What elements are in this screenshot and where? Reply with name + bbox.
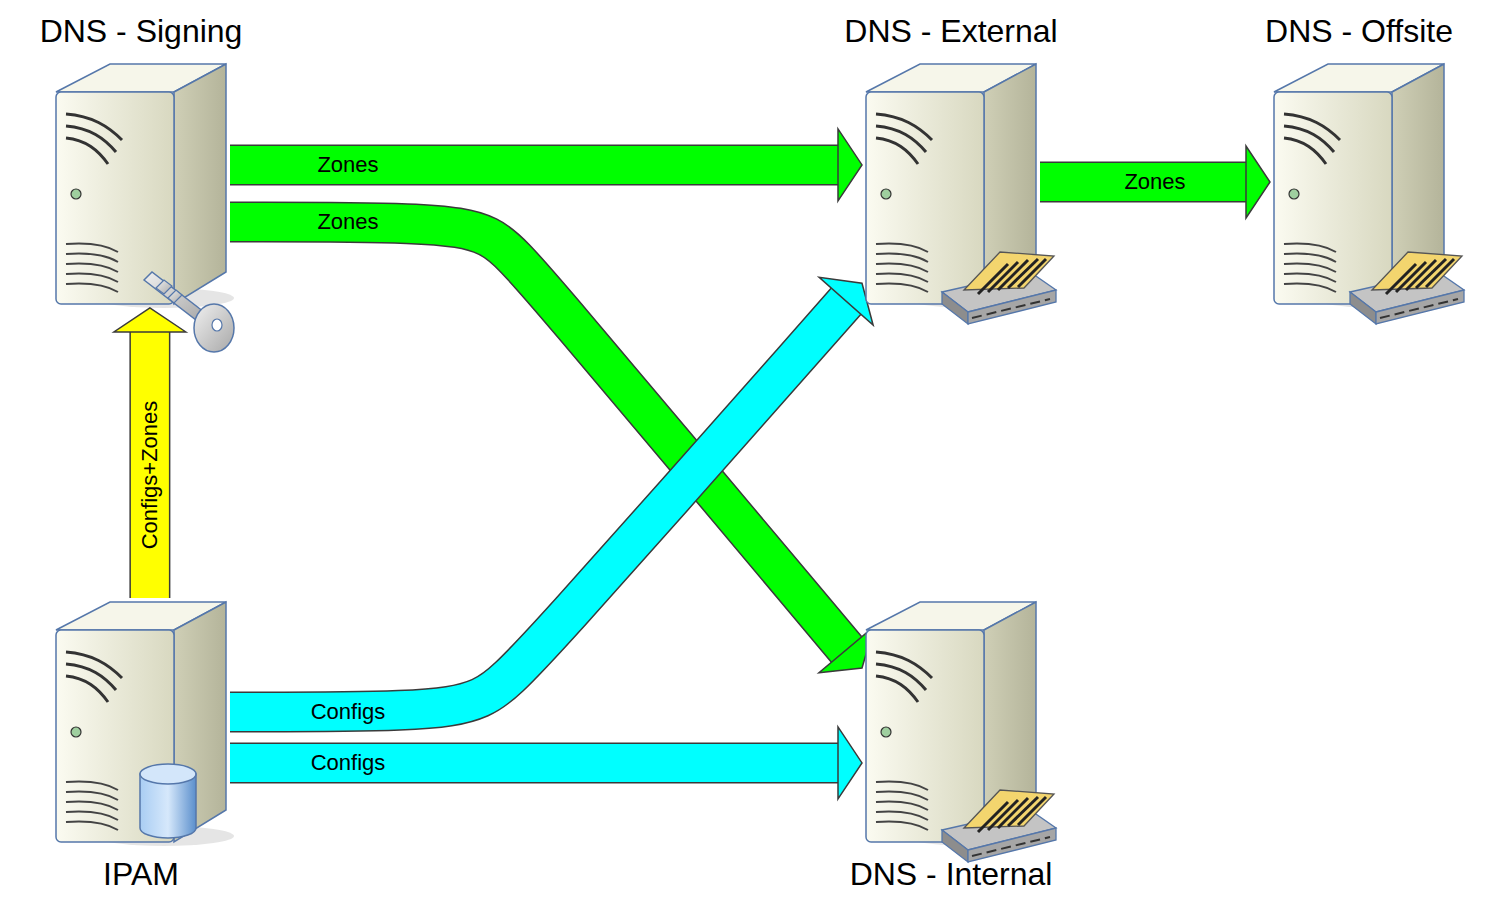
arrow-outline bbox=[129, 332, 170, 598]
block-arrow bbox=[1040, 146, 1270, 218]
arrow-body bbox=[1040, 163, 1246, 201]
arrow-outline bbox=[1040, 162, 1246, 203]
server-name: DNS - Signing bbox=[40, 13, 243, 50]
server-illustration bbox=[52, 598, 230, 846]
arrow-head bbox=[838, 129, 862, 201]
block-arrow bbox=[230, 727, 862, 799]
server-illustration bbox=[1270, 60, 1448, 308]
arrow-outline bbox=[230, 301, 846, 712]
arrow-label: Zones bbox=[1122, 170, 1187, 194]
server-name: DNS - Offsite bbox=[1265, 13, 1453, 50]
block-arrow bbox=[114, 308, 186, 598]
block-arrow bbox=[230, 129, 862, 201]
arrow-outline bbox=[230, 742, 838, 783]
arrow-label: Zones bbox=[315, 153, 380, 177]
server-badge bbox=[144, 272, 234, 352]
arrow-head bbox=[114, 308, 186, 332]
server-icon bbox=[56, 64, 234, 308]
server-node: DNS - Offsite bbox=[1270, 60, 1448, 308]
server-node: DNS - External bbox=[862, 60, 1040, 308]
arrow-body bbox=[230, 146, 838, 184]
server-node: DNS - Internal bbox=[862, 598, 1040, 846]
block-arrow bbox=[230, 277, 873, 712]
arrow-head bbox=[819, 277, 873, 325]
arrow-head bbox=[838, 727, 862, 799]
server-illustration bbox=[862, 598, 1040, 846]
server-illustration bbox=[52, 60, 230, 308]
arrow-label: Configs bbox=[309, 700, 388, 724]
arrow-outline bbox=[230, 144, 838, 185]
server-name: DNS - Internal bbox=[850, 856, 1053, 893]
arrow-label: Configs+Zones bbox=[138, 399, 162, 552]
server-node: IPAM bbox=[52, 598, 230, 846]
server-name: DNS - External bbox=[844, 13, 1057, 50]
arrow-label: Configs bbox=[309, 751, 388, 775]
server-badge bbox=[942, 252, 1056, 324]
server-node: DNS - Signing bbox=[52, 60, 230, 308]
server-icon bbox=[56, 602, 234, 846]
arrow-label: Zones bbox=[315, 210, 380, 234]
server-badge bbox=[1350, 252, 1464, 324]
server-badge bbox=[140, 764, 196, 838]
arrow-body bbox=[230, 301, 846, 712]
arrow-head bbox=[1246, 146, 1270, 218]
server-badge bbox=[942, 790, 1056, 862]
arrow-body bbox=[131, 332, 169, 598]
server-name: IPAM bbox=[103, 856, 179, 893]
arrow-body bbox=[230, 744, 838, 782]
server-illustration bbox=[862, 60, 1040, 308]
